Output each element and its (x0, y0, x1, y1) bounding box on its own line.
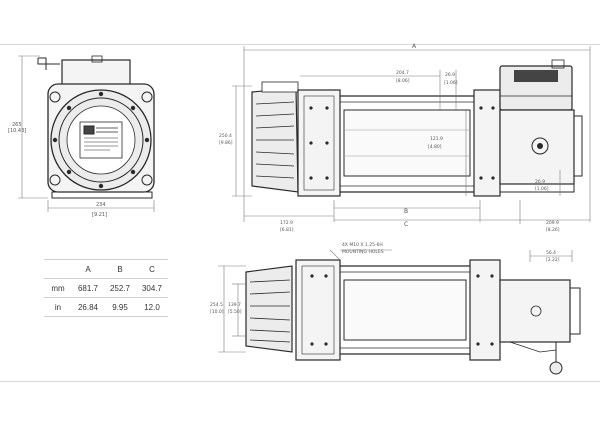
table-header-cell (44, 259, 72, 279)
top-left-mm: 254.5 (210, 302, 223, 308)
top-motor-housing (245, 265, 293, 353)
side-right-bottom-mm: 209.9 (546, 220, 559, 226)
bottom-rule (0, 381, 600, 382)
front-width-mm: 234 (96, 202, 106, 208)
top-left-bracket (295, 259, 341, 361)
side-view (251, 59, 583, 197)
top-view (245, 259, 581, 375)
table-header-row: A B C (44, 259, 168, 279)
side-left-bottom-in: [6.81] (280, 227, 294, 233)
top-left2-in: [5.50] (228, 309, 242, 315)
top-drum (343, 279, 467, 341)
front-bolts (52, 91, 150, 189)
table-row: mm 681.7 252.7 304.7 (44, 278, 168, 298)
table-cell: 681.7 (72, 278, 104, 298)
table-unit-cell: mm (44, 278, 72, 298)
top-left-in: [10.0] (210, 309, 224, 315)
side-top-a-in: [8.06] (396, 78, 410, 84)
side-gearbox (499, 109, 575, 185)
side-left-bottom-mm: 172.9 (280, 220, 293, 226)
side-left-bracket (297, 89, 341, 197)
table-cell: 304.7 (136, 278, 168, 298)
side-top-b-in: [1.06] (444, 80, 458, 86)
top-right-bracket (469, 259, 501, 361)
top-left2-mm: 139.7 (228, 302, 241, 308)
side-total-letter: A (412, 43, 417, 50)
side-right-small-in: [1.06] (535, 186, 549, 192)
top-gearbox (499, 279, 571, 343)
side-right-bottom-in: [8.26] (546, 227, 560, 233)
top-right-mm: 56.4 (546, 250, 556, 256)
front-width-in: [9.21] (92, 212, 107, 218)
top-callout2: MOUNTING HOLES (342, 249, 384, 255)
table-header-cell: B (104, 259, 136, 279)
side-top-b-mm: 26.9 (445, 72, 455, 78)
side-center-mm: 121.9 (430, 136, 443, 142)
table-cell: 9.95 (104, 297, 136, 317)
side-right-bracket (473, 89, 501, 197)
top-callout: 4X M10 X 1.25-6H (342, 242, 383, 248)
clutch-knob (549, 361, 563, 375)
table-cell: 26.84 (72, 297, 104, 317)
front-view (37, 55, 155, 199)
side-right-small-mm: 26.9 (535, 179, 545, 185)
front-height-mm: 265 (12, 122, 22, 128)
top-right-in: [2.22] (546, 257, 560, 263)
top-dimensions (218, 249, 573, 353)
side-height-mm: 250.4 (219, 133, 232, 139)
side-top-a-mm: 204.7 (396, 70, 409, 76)
side-drum-letter: B (404, 208, 408, 215)
front-dimensions (18, 55, 155, 212)
table-row: in 26.84 9.95 12.0 (44, 297, 168, 317)
table-cell: 12.0 (136, 297, 168, 317)
table-cell: 252.7 (104, 278, 136, 298)
top-rule (0, 44, 600, 45)
table-header-cell: C (136, 259, 168, 279)
front-handle (37, 57, 60, 70)
side-drum (343, 109, 471, 177)
table-header-cell: A (72, 259, 104, 279)
side-height-in: [9.86] (219, 140, 233, 146)
front-height-in: [10.43] (8, 128, 26, 134)
table-unit-cell: in (44, 297, 72, 317)
side-center-in: [4.80] (428, 144, 442, 150)
side-dimensions (232, 46, 591, 224)
dimension-table: A B C mm 681.7 252.7 304.7 in 26.84 9.95… (44, 259, 168, 317)
side-overall-letter: C (404, 221, 408, 228)
